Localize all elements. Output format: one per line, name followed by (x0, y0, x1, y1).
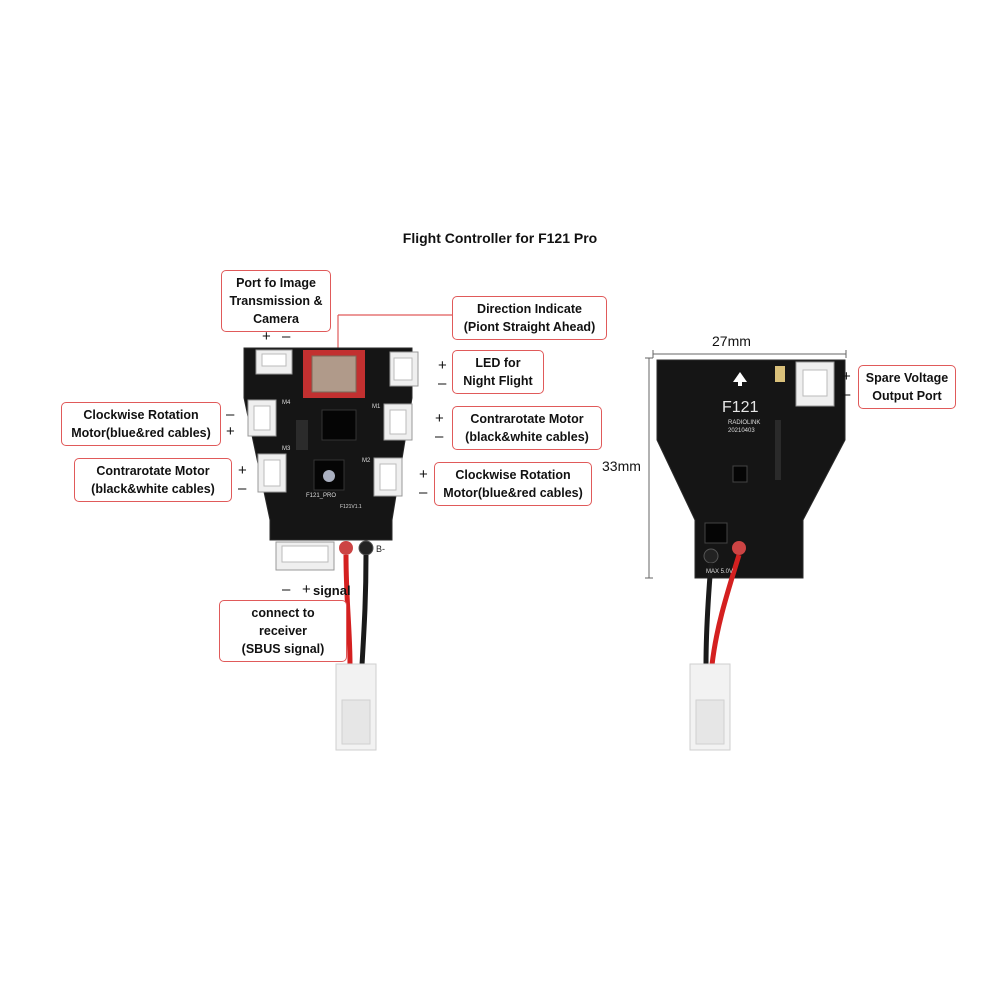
dimension-lines (645, 350, 847, 579)
camera-plus-sign: + (262, 328, 271, 345)
ccw-left-minus-sign: – (238, 480, 247, 497)
back-brand-label: RADIOLINK (728, 420, 760, 426)
height-dimension: 33mm (602, 458, 641, 474)
callout-text: Clockwise Rotation Motor(blue&red cables… (71, 408, 211, 440)
callout-clockwise-motor-left: Clockwise Rotation Motor(blue&red cables… (61, 402, 221, 446)
leader-lines (337, 314, 452, 350)
led-plus-sign: + (438, 357, 447, 374)
sbus-minus-sign: – (282, 581, 291, 598)
callout-direction-indicator: Direction Indicate (Piont Straight Ahead… (452, 296, 607, 340)
callout-image-transmission-port: Port fo Image Transmission & Camera (221, 270, 331, 332)
sbus-signal-label: signal (313, 583, 351, 598)
ccw-right-plus-sign: + (435, 410, 444, 427)
front-model-small-label: F121V1.1 (340, 504, 362, 510)
callout-text: LED for Night Flight (463, 356, 533, 388)
callout-text: Clockwise Rotation Motor(blue&red cables… (443, 468, 583, 500)
callout-contrarotate-motor-left: Contrarotate Motor (black&white cables) (74, 458, 232, 502)
callout-text: Direction Indicate (Piont Straight Ahead… (463, 302, 596, 334)
cw-right-plus-sign: + (419, 466, 428, 483)
led-minus-sign: – (438, 375, 447, 392)
callout-text: Contrarotate Motor (black&white cables) (91, 464, 215, 496)
back-model-label: F121 (722, 399, 759, 416)
front-model-label: F121_PRO (306, 493, 336, 499)
ccw-left-plus-sign: + (238, 462, 247, 479)
motor-m1-label: M1 (372, 404, 381, 410)
battery-negative-label: B- (376, 544, 385, 554)
motor-m3-label: M3 (282, 446, 291, 452)
cw-left-minus-sign: – (226, 406, 235, 423)
spare-plus-sign: + (842, 368, 851, 385)
callout-spare-voltage-port: Spare Voltage Output Port (858, 365, 956, 409)
callout-clockwise-motor-right: Clockwise Rotation Motor(blue&red cables… (434, 462, 592, 506)
page-title: Flight Controller for F121 Pro (402, 230, 598, 246)
callout-contrarotate-motor-right: Contrarotate Motor (black&white cables) (452, 406, 602, 450)
callout-text: connect to receiver (SBUS signal) (241, 606, 325, 656)
callout-text: Spare Voltage Output Port (865, 371, 949, 403)
back-date-label: 20210403 (728, 428, 755, 434)
camera-minus-sign: – (282, 328, 291, 345)
cw-right-minus-sign: – (419, 484, 428, 501)
cw-left-plus-sign: + (226, 423, 235, 440)
callout-receiver-sbus: connect to receiver (SBUS signal) (219, 600, 347, 662)
motor-m2-label: M2 (362, 458, 371, 464)
callout-text: Port fo Image Transmission & Camera (229, 276, 323, 326)
callout-text: Contrarotate Motor (black&white cables) (465, 412, 589, 444)
max-voltage-label: MAX 5.0V (706, 569, 733, 575)
ccw-right-minus-sign: – (435, 428, 444, 445)
sbus-plus-sign: + (302, 581, 311, 598)
back-board (656, 359, 846, 751)
spare-minus-sign: – (842, 386, 851, 403)
width-dimension: 27mm (712, 333, 751, 349)
motor-m4-label: M4 (282, 400, 291, 406)
callout-led-night-flight: LED for Night Flight (452, 350, 544, 394)
front-board (243, 347, 419, 751)
